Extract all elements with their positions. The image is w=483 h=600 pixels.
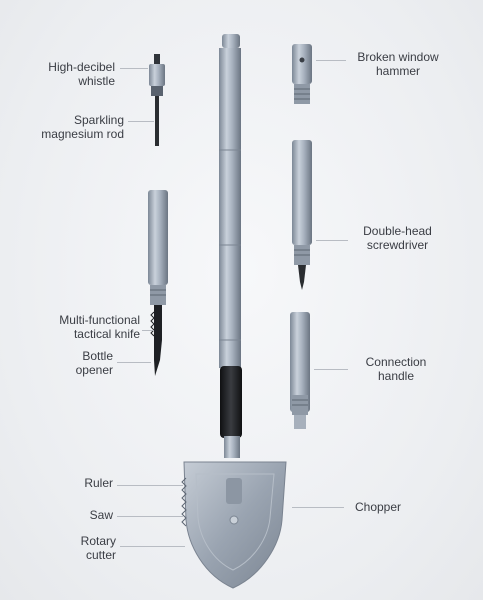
main-shaft <box>219 34 241 368</box>
label-window-hammer: Broken window hammer <box>357 50 439 78</box>
label-bottle-opener: Bottle opener <box>75 349 113 377</box>
connection-handle-part <box>290 312 310 429</box>
label-tactical-knife: Multi-functional tactical knife <box>59 313 140 341</box>
leader-whistle <box>120 68 148 69</box>
leader-screwdriver <box>316 240 348 241</box>
leader-rotary <box>120 546 185 547</box>
leader-hammer <box>316 60 346 61</box>
label-saw: Saw <box>89 508 113 522</box>
label-connection-handle: Connection handle <box>365 355 427 383</box>
whistle-part <box>149 54 165 146</box>
leader-connection <box>314 369 348 370</box>
leader-bottle <box>117 362 151 363</box>
label-whistle: High-decibel whistle <box>48 60 115 88</box>
window-hammer-part <box>292 44 312 104</box>
label-magnesium-rod: Sparkling magnesium rod <box>41 113 124 141</box>
leader-ruler <box>117 485 183 486</box>
leader-saw <box>117 516 183 517</box>
tactical-knife-part <box>148 190 168 376</box>
label-ruler: Ruler <box>84 476 113 490</box>
leader-knife <box>142 330 154 331</box>
shovel-blade <box>181 461 287 589</box>
leader-chopper <box>292 507 344 508</box>
label-screwdriver: Double-head screwdriver <box>363 224 432 252</box>
leader-magnesium <box>128 121 154 122</box>
foam-grip <box>220 366 242 438</box>
label-rotary-cutter: Rotary cutter <box>80 534 116 562</box>
screwdriver-part <box>292 140 312 290</box>
label-chopper: Chopper <box>354 500 402 514</box>
